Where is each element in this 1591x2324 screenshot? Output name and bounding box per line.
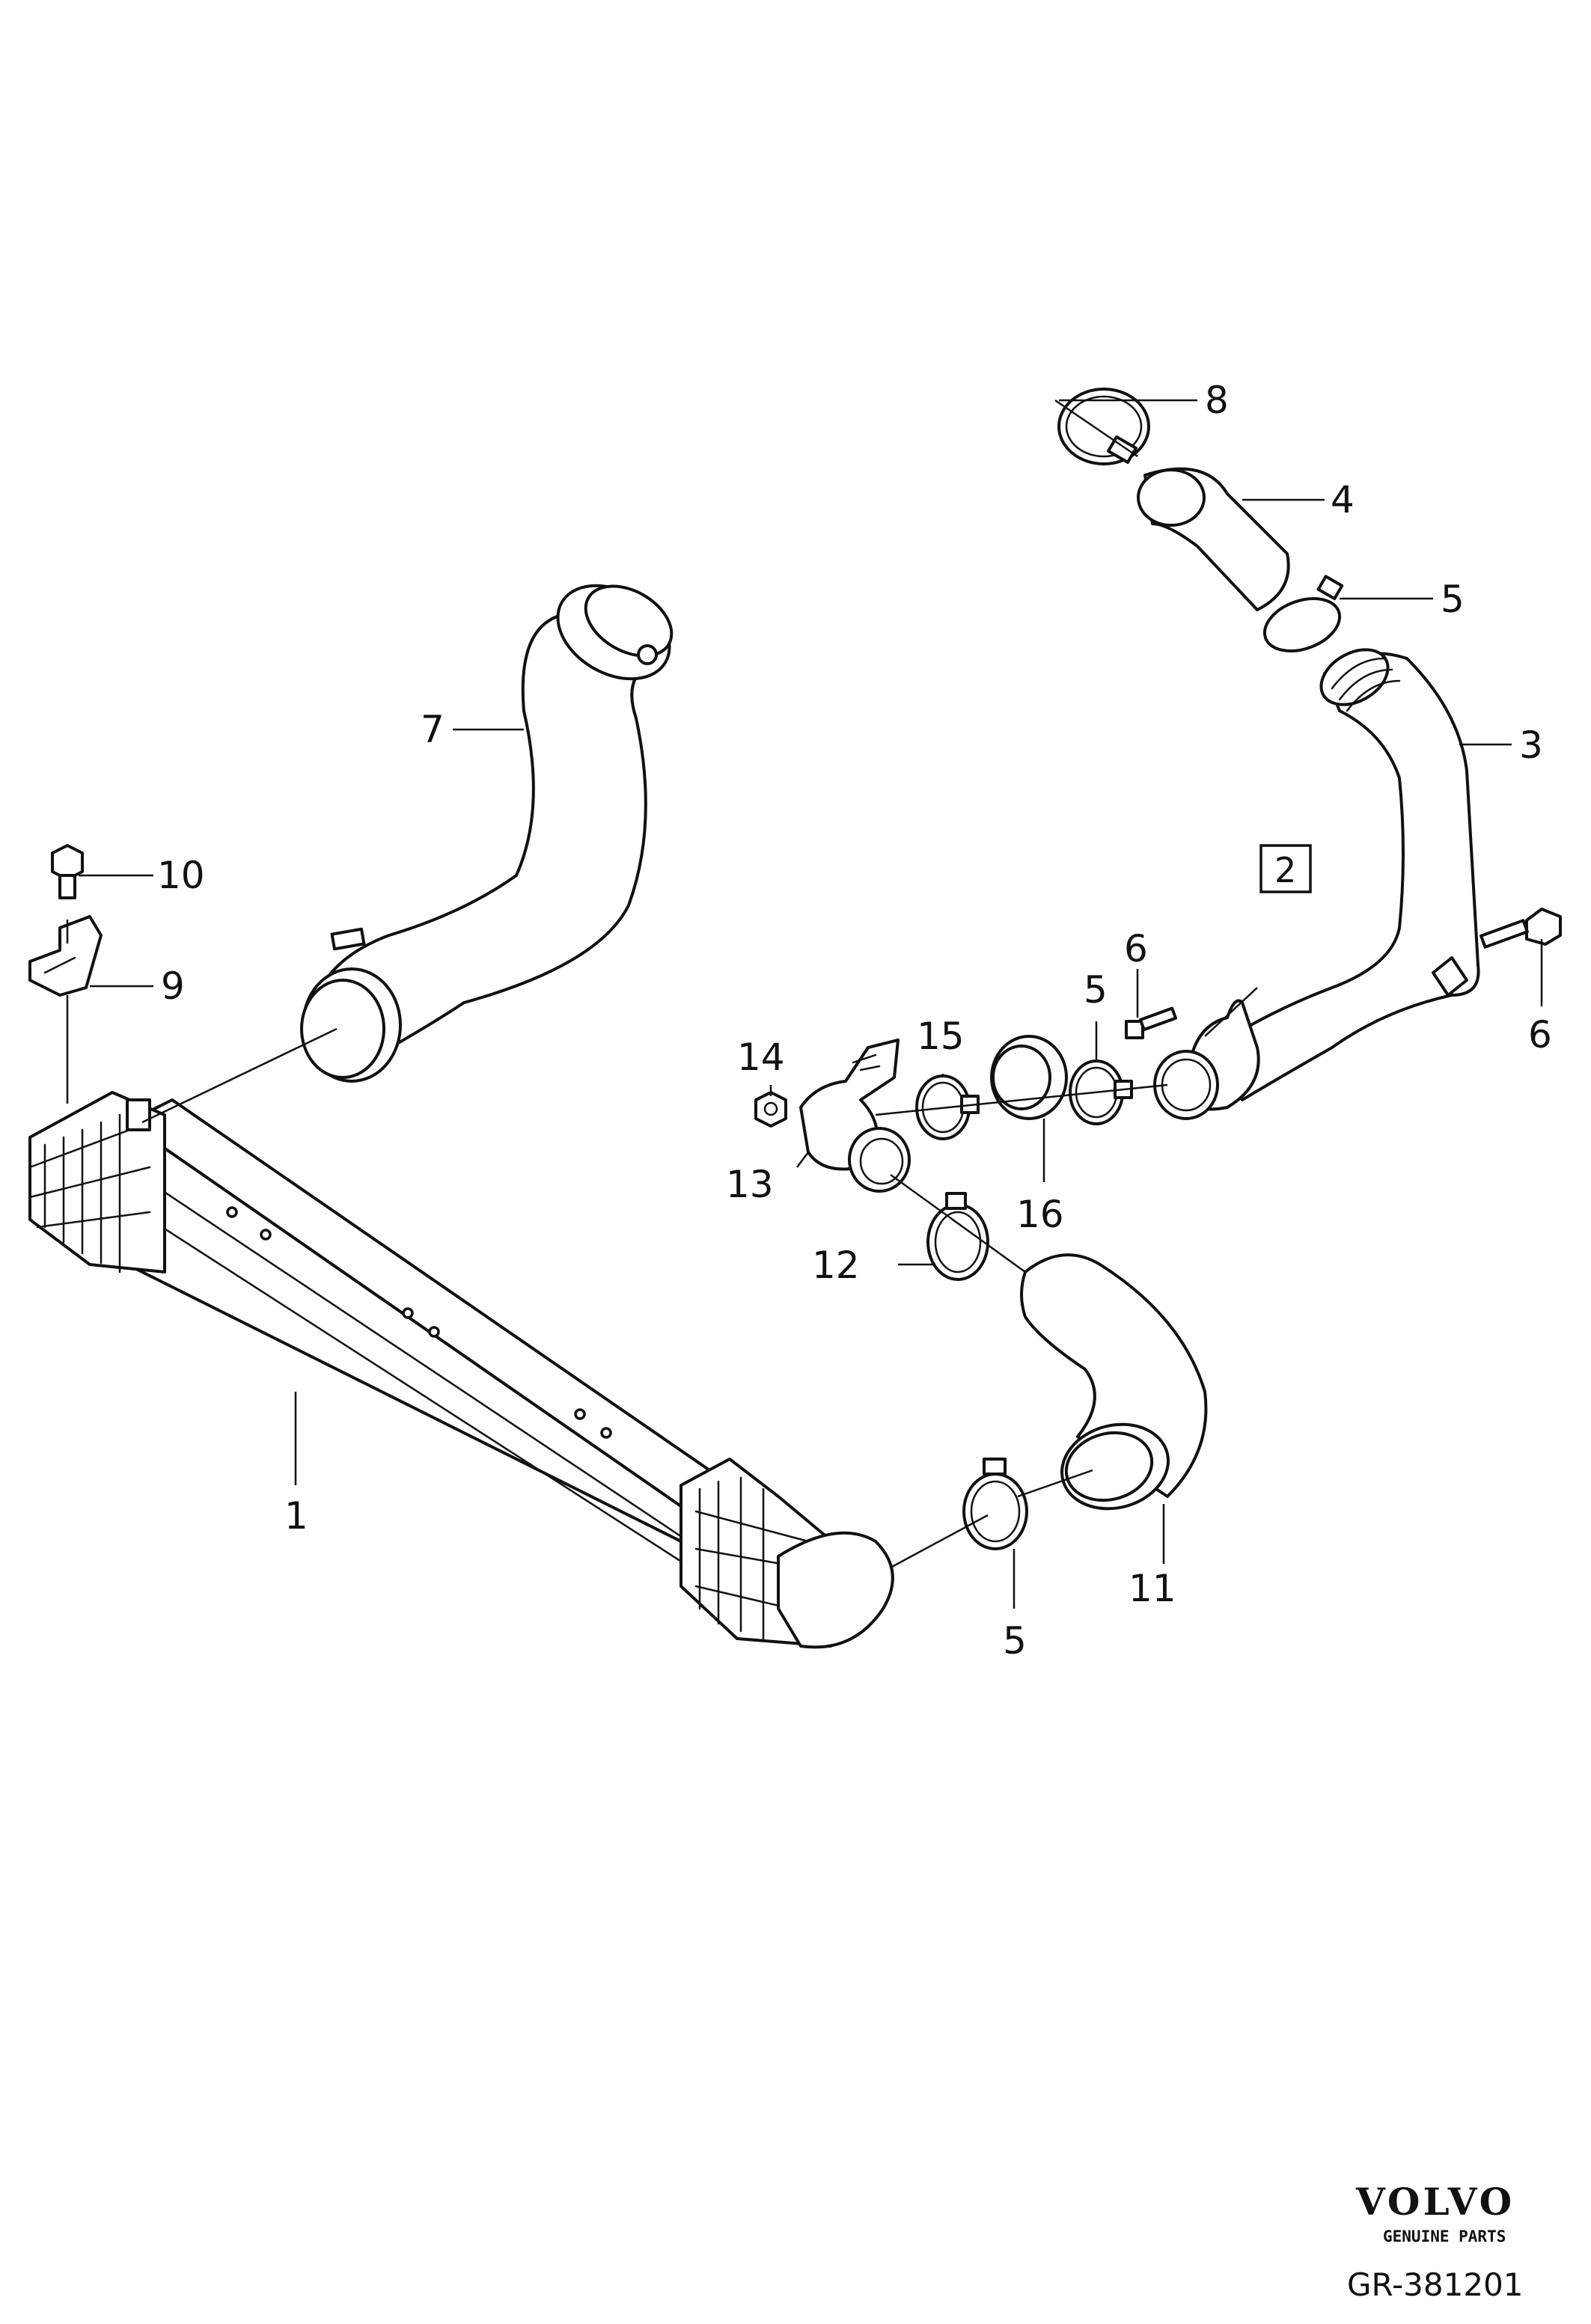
label-part-10: 10 <box>157 854 205 897</box>
label-part-5-lower: 5 <box>1003 1619 1027 1663</box>
label-part-15: 15 <box>917 1015 965 1058</box>
label-part-6-right: 6 <box>1528 1013 1552 1056</box>
label-part-5-upper: 5 <box>1441 578 1465 621</box>
sensor-9-part <box>28 915 103 997</box>
label-part-16: 16 <box>1016 1193 1064 1236</box>
part-labels: 1 2 3 4 5 5 5 6 6 7 8 9 10 11 12 13 14 1… <box>157 379 1552 1663</box>
label-part-9: 9 <box>161 964 185 1008</box>
clamp-5-upper-part <box>1262 575 1344 652</box>
sleeve-16-part <box>990 1035 1068 1120</box>
label-part-4: 4 <box>1331 478 1355 522</box>
label-part-7: 7 <box>421 708 445 751</box>
brand-tagline: GENUINE PARTS <box>1383 2227 1506 2245</box>
leader-lines <box>66 399 1543 1609</box>
drawing-reference: GR-381201 <box>1347 2266 1524 2303</box>
label-part-11: 11 <box>1129 1567 1176 1610</box>
hose-7-part <box>300 584 674 1083</box>
hose-4-part <box>1137 467 1290 611</box>
label-part-6-center: 6 <box>1124 927 1148 970</box>
clamp-5-lower-part <box>962 1458 1028 1550</box>
brand-logo: VOLVO <box>1355 2180 1515 2224</box>
label-part-14: 14 <box>737 1036 785 1079</box>
bolt-10-part <box>51 844 84 899</box>
label-part-2: 2 <box>1274 850 1296 890</box>
label-part-13: 13 <box>726 1163 774 1206</box>
hose-11-part <box>1020 1253 1208 1511</box>
bolt-6-right-part <box>1479 908 1562 949</box>
nut-14-part <box>754 1091 787 1128</box>
brand-block: VOLVO GENUINE PARTS GR-381201 <box>1347 2180 1524 2303</box>
reference-box-2 <box>1259 844 1312 893</box>
bolt-6-center-part <box>1125 1006 1178 1039</box>
intercooler-part <box>28 1091 894 1649</box>
pipe-3-part <box>1211 648 1480 1101</box>
label-part-3: 3 <box>1519 724 1543 767</box>
label-part-8: 8 <box>1205 379 1229 422</box>
label-part-1: 1 <box>284 1494 308 1538</box>
label-part-12: 12 <box>812 1244 860 1287</box>
clamp-8-part <box>1057 388 1150 465</box>
clamp-12-part <box>926 1192 989 1281</box>
connector-13-part <box>799 1039 911 1193</box>
label-part-5-center: 5 <box>1084 968 1108 1012</box>
pipe-outlet-part <box>1153 999 1260 1120</box>
